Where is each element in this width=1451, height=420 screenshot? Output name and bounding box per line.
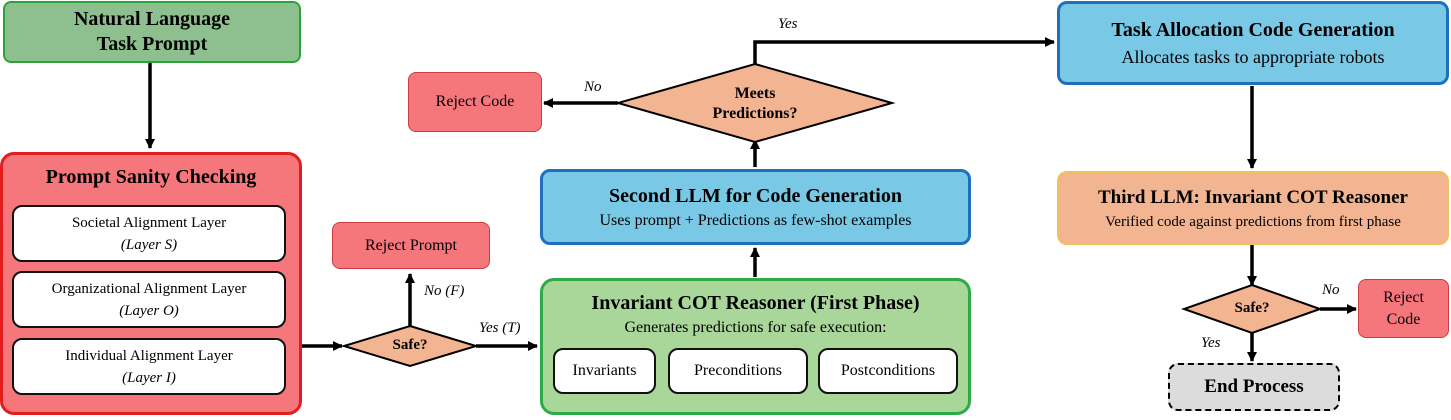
task-allocation-title: Task Allocation Code Generation	[1111, 19, 1395, 41]
prompt-sanity-title: Prompt Sanity Checking	[45, 166, 257, 188]
reject-prompt-node: Reject Prompt	[332, 222, 490, 269]
second-llm-subtitle: Uses prompt + Predictions as few-shot ex…	[599, 211, 912, 229]
meets-predictions-line2: Predictions?	[712, 105, 798, 122]
layer-societal-name: Societal Alignment Layer	[71, 215, 227, 231]
safe2-no-label: No	[1322, 282, 1340, 298]
safe-decision-diamond-2	[1180, 283, 1324, 335]
safe2-yes-label: Yes	[1201, 335, 1221, 351]
reject-code-2-line2: Code	[1386, 310, 1421, 328]
safe-no-label: No (F)	[424, 283, 465, 299]
layer-societal: Societal Alignment Layer (Layer S)	[12, 205, 286, 262]
invariant-reasoner-subtitle: Generates predictions for safe execution…	[624, 319, 887, 336]
invariants-box: Invariants	[553, 348, 656, 394]
reject-code-node: Reject Code	[408, 72, 542, 132]
second-llm-title: Second LLM for Code Generation	[609, 184, 902, 207]
third-llm-subtitle: Verified code against predictions from f…	[1105, 213, 1401, 230]
postconditions-box: Postconditions	[818, 348, 958, 394]
task-allocation-subtitle: Allocates tasks to appropriate robots	[1121, 47, 1385, 67]
task-prompt-line2: Task Prompt	[96, 33, 208, 55]
arrow-meets-to-task-alloc	[753, 37, 1055, 64]
layer-individual-name: Individual Alignment Layer	[65, 348, 233, 364]
end-process-node: End Process	[1168, 363, 1340, 411]
layer-individual: Individual Alignment Layer (Layer I)	[12, 338, 286, 395]
safe-yes-label: Yes (T)	[479, 320, 521, 336]
meets-predictions-diamond	[614, 62, 896, 144]
safe-decision-label-2: Safe?	[1234, 300, 1270, 316]
layer-individual-tag: Layer I	[127, 370, 171, 386]
reject-code-node-2: Reject Code	[1358, 279, 1449, 338]
second-llm-node: Second LLM for Code Generation Uses prom…	[540, 169, 971, 245]
safe-decision-diamond	[340, 324, 480, 368]
invariant-reasoner-title: Invariant COT Reasoner (First Phase)	[591, 292, 920, 314]
task-allocation-node: Task Allocation Code Generation Allocate…	[1057, 1, 1449, 85]
layer-individual-tag-wrap: (Layer I)	[122, 370, 176, 386]
third-llm-title: Third LLM: Invariant COT Reasoner	[1097, 186, 1408, 208]
third-llm-node: Third LLM: Invariant COT Reasoner Verifi…	[1057, 171, 1449, 245]
task-prompt-node: Natural Language Task Prompt	[3, 1, 301, 63]
safe-decision-label: Safe?	[392, 337, 428, 353]
preconditions-box: Preconditions	[668, 348, 808, 394]
layer-organizational: Organizational Alignment Layer (Layer O)	[12, 271, 286, 328]
meets-no-label: No	[584, 79, 602, 95]
meets-predictions-label: Meets Predictions?	[640, 84, 870, 124]
meets-predictions-line1: Meets	[734, 85, 776, 102]
layer-societal-tag-wrap: (Layer S)	[120, 237, 178, 253]
layer-organizational-tag-wrap: (Layer O)	[119, 303, 179, 319]
layer-organizational-tag: Layer O	[124, 303, 174, 319]
task-prompt-line1: Natural Language	[73, 8, 231, 30]
reject-code-2-line1: Reject	[1383, 288, 1424, 306]
layer-organizational-name: Organizational Alignment Layer	[51, 281, 247, 297]
meets-yes-label: Yes	[778, 16, 798, 32]
layer-societal-tag: Layer S	[125, 237, 173, 253]
